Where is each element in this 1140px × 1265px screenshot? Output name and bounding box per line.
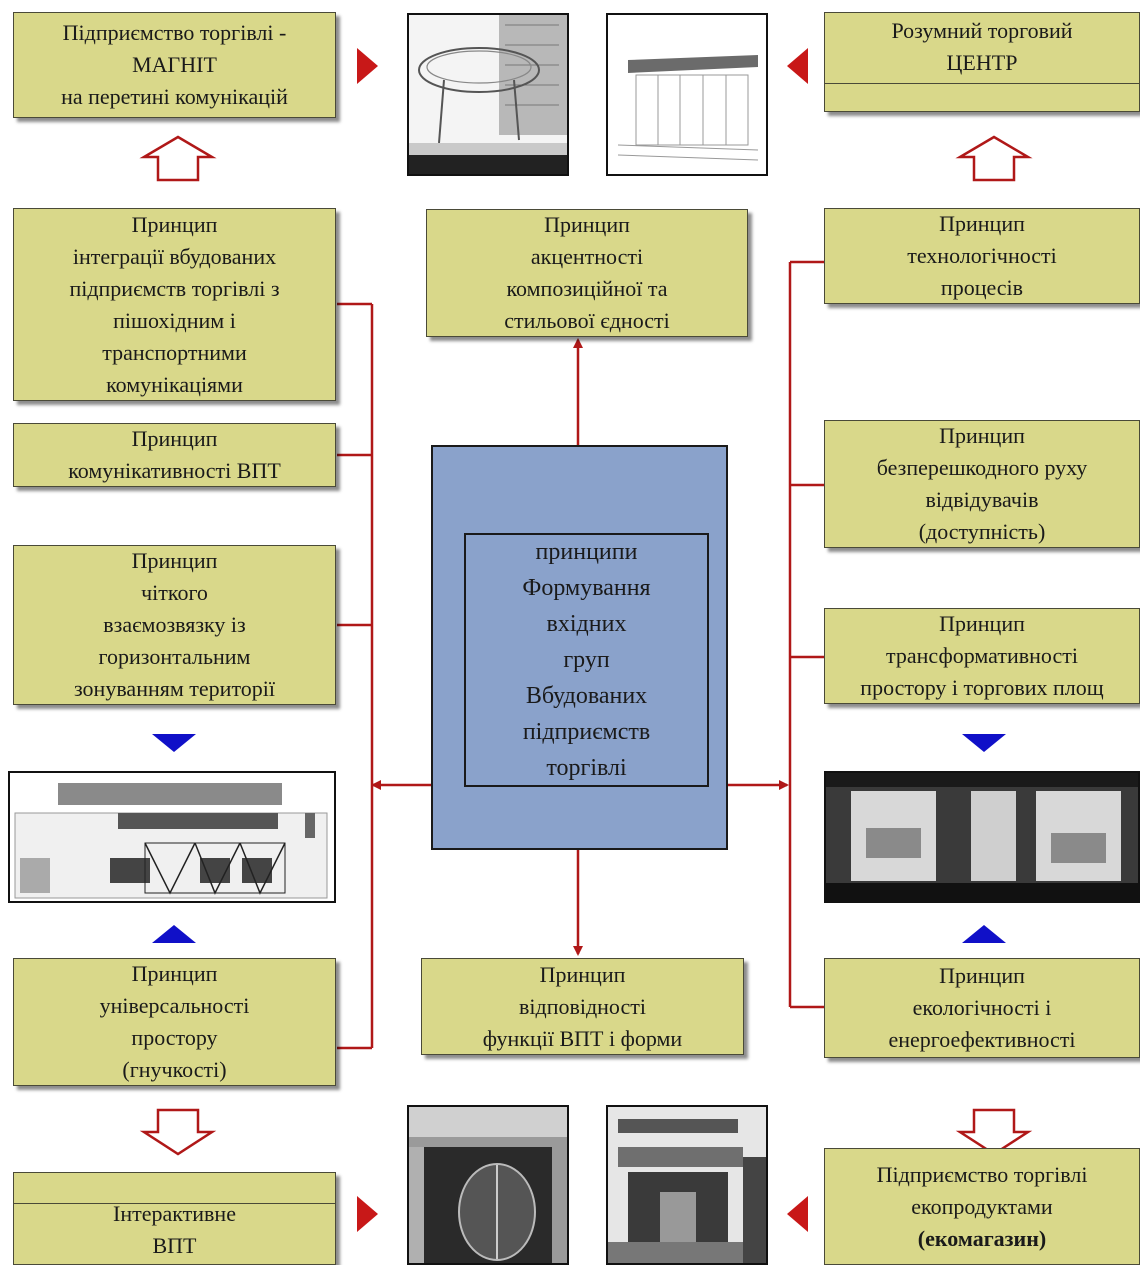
- red-marker-right-top: [357, 48, 378, 84]
- blue-marker-up-right: [962, 925, 1006, 943]
- central-block: [431, 445, 728, 850]
- principle-interrelation-text: Принцип чіткого взаємозвязку із горизонт…: [74, 548, 275, 701]
- principle-communicativeness-text: Принцип комунікативності ВПТ: [68, 426, 281, 483]
- eco-store-icon: [608, 1107, 766, 1263]
- principle-accessibility: Принцип безперешкодного руху відвідувачі…: [824, 420, 1140, 548]
- blue-marker-up-left: [152, 925, 196, 943]
- hollow-arrow-down-left: [139, 1108, 217, 1156]
- principle-technology-text: Принцип технологічності процесів: [907, 211, 1057, 300]
- facade-elevation-drawing-image: [8, 771, 336, 903]
- eco-store-photo-image: [606, 1105, 768, 1265]
- hollow-arrow-up-left: [139, 135, 217, 182]
- example-bottom-right: Підприємство торгівлі екопродуктами (еко…: [824, 1148, 1140, 1265]
- principle-transformativity-text: Принцип трансформативності простору і то…: [860, 611, 1104, 700]
- principle-ecology: Принцип екологічності і енергоефективнос…: [824, 958, 1140, 1058]
- example-bottom-left: Інтерактивне ВПТ: [13, 1172, 336, 1265]
- principle-integration: Принцип інтеграції вбудованих підприємст…: [13, 208, 336, 401]
- example-top-right: Розумний торговий ЦЕНТР: [824, 12, 1140, 112]
- example-top-left-text: Підприємство торгівлі - МАГНІТ на перети…: [61, 20, 288, 109]
- example-bottom-left-text: Інтерактивне ВПТ: [113, 1201, 236, 1258]
- blue-marker-down-right: [962, 734, 1006, 752]
- hollow-arrow-up-right: [955, 135, 1033, 182]
- principle-universality-text: Принцип універсальності простору (гнучко…: [99, 961, 250, 1082]
- principle-accentuation-text: Принцип акцентності композиційної та сти…: [504, 212, 670, 333]
- hollow-arrow-down-right: [955, 1108, 1033, 1156]
- canopy-building-sketch-image: [407, 13, 569, 176]
- glass-entrance-sketch-image: [606, 13, 768, 176]
- principle-correspondence: Принцип відповідності функції ВПТ і форм…: [421, 958, 744, 1055]
- blue-marker-down-left: [152, 734, 196, 752]
- central-label: принципи Формування вхідних груп Вбудова…: [522, 539, 651, 781]
- revolving-door-icon: [409, 1107, 567, 1263]
- glass-entrance-icon: [608, 15, 766, 174]
- example-top-right-text: Розумний торговий ЦЕНТР: [891, 18, 1073, 75]
- facade-drawing-icon: [10, 773, 334, 901]
- principle-communicativeness: Принцип комунікативності ВПТ: [13, 423, 336, 487]
- shopfront-photo-icon: [826, 773, 1138, 901]
- revolving-door-photo-image: [407, 1105, 569, 1265]
- example-bottom-right-text: Підприємство торгівлі екопродуктами: [876, 1161, 1088, 1219]
- example-bottom-right-bold: (екомагазин): [917, 1225, 1047, 1251]
- red-marker-left-bottom: [787, 1196, 808, 1232]
- red-marker-right-bottom: [357, 1196, 378, 1232]
- principle-ecology-text: Принцип екологічності і енергоефективнос…: [888, 963, 1076, 1052]
- red-marker-left-top: [787, 48, 808, 84]
- principle-integration-text: Принцип інтеграції вбудованих підприємст…: [69, 211, 280, 397]
- principle-correspondence-text: Принцип відповідності функції ВПТ і форм…: [482, 961, 683, 1051]
- principle-universality: Принцип універсальності простору (гнучко…: [13, 958, 336, 1086]
- central-label-frame: принципи Формування вхідних груп Вбудова…: [464, 533, 709, 787]
- principle-accessibility-text: Принцип безперешкодного руху відвідувачі…: [876, 423, 1088, 544]
- shopfront-photo-image: [824, 771, 1140, 903]
- principle-transformativity: Принцип трансформативності простору і то…: [824, 608, 1140, 704]
- principle-accentuation: Принцип акцентності композиційної та сти…: [426, 209, 748, 337]
- principle-interrelation: Принцип чіткого взаємозвязку із горизонт…: [13, 545, 336, 705]
- example-top-left: Підприємство торгівлі - МАГНІТ на перети…: [13, 12, 336, 118]
- principle-technology: Принцип технологічності процесів: [824, 208, 1140, 304]
- canopy-sketch-icon: [409, 15, 567, 174]
